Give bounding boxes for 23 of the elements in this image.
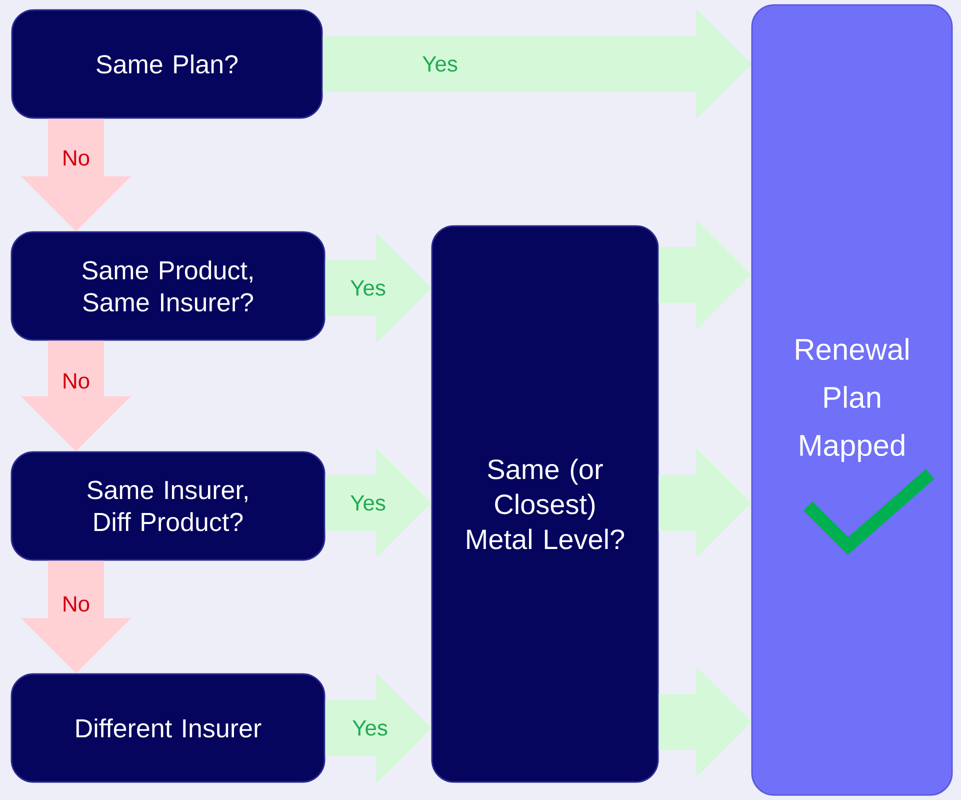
edge-label: Yes [349,494,387,512]
edge-label: Yes [351,719,389,737]
block-arrow [658,220,752,330]
edge-label: No [60,372,92,390]
edge-label: No [60,149,92,167]
block-arrow [21,118,131,232]
decision-box: Same Insurer, Diff Product? [10,451,326,561]
block-arrow [658,667,752,777]
edge-label: No [60,595,92,613]
decision-box: Same Plan? [11,9,323,119]
block-arrow [322,9,752,119]
block-arrow [21,560,131,674]
edge-label: Yes [349,279,387,297]
decision-box: Same Product, Same Insurer? [10,231,326,341]
edge-label: Yes [421,55,459,73]
block-arrow [21,340,131,452]
block-arrow [325,673,432,783]
decision-box: Same (or Closest) Metal Level? [431,225,659,783]
result-box: Renewal Plan Mapped [751,4,953,796]
block-arrow [325,233,432,343]
block-arrow [658,448,752,558]
decision-box: Different Insurer [10,673,326,783]
block-arrow [325,448,432,558]
